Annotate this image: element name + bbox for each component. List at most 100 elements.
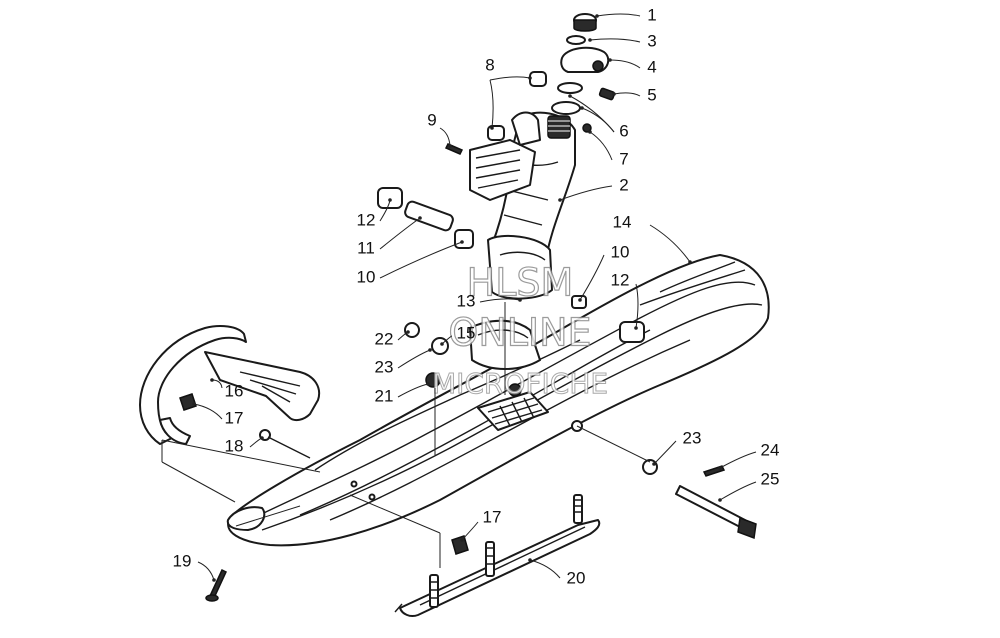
callout-number: 9 — [427, 110, 436, 129]
callout-leader — [579, 254, 605, 301]
callout-number: 10 — [611, 242, 630, 261]
callout-dot — [595, 14, 599, 18]
callout-dot — [426, 382, 430, 386]
callout-number: 13 — [457, 291, 476, 310]
callout-number: 7 — [619, 149, 628, 168]
callout-dot — [518, 298, 522, 302]
callout-number: 17 — [483, 507, 502, 526]
callout-number: 18 — [225, 436, 244, 455]
callout-number: 21 — [375, 386, 394, 405]
callout-dot — [528, 76, 532, 80]
callout-dot — [608, 58, 612, 62]
callout-dot — [388, 198, 392, 202]
callout-number: 6 — [619, 121, 628, 140]
callout-dot — [528, 558, 532, 562]
callout-leader — [197, 561, 215, 581]
watermark-line1: HLSM — [467, 261, 574, 305]
watermark-line2: ONLINE — [448, 311, 591, 355]
callout-dot — [440, 342, 444, 346]
callout-leader — [719, 481, 757, 501]
callout-number: 15 — [457, 323, 476, 342]
callout-number: 20 — [567, 568, 586, 587]
callout-number: 8 — [485, 55, 494, 74]
callout-leader — [653, 440, 677, 465]
callout-dot — [428, 348, 432, 352]
callout-number: 4 — [647, 57, 656, 76]
watermark: HLSM ONLINE MICROFICHE — [431, 260, 608, 401]
callout-leader — [379, 241, 463, 279]
callout-leader — [397, 349, 431, 369]
callout-number: 24 — [761, 440, 780, 459]
callout-leader — [439, 127, 451, 147]
callout-dot — [718, 466, 722, 470]
callout-number: 19 — [173, 551, 192, 570]
callout-leader — [397, 331, 409, 341]
guide-line — [576, 425, 651, 463]
callout-number: 17 — [225, 408, 244, 427]
callout-number: 10 — [357, 267, 376, 286]
callout-leader — [441, 335, 453, 345]
callout-dot — [588, 38, 592, 42]
callout-leader — [596, 13, 641, 17]
callout-dot — [192, 402, 196, 406]
callout-dot — [718, 498, 722, 502]
small-parts — [179, 13, 757, 602]
callout-leader — [609, 59, 641, 69]
callout-leader — [635, 283, 639, 329]
callout-leader — [489, 76, 531, 81]
callout-dot — [406, 330, 410, 334]
callout-leader — [397, 383, 429, 398]
callout-leader — [589, 131, 613, 161]
wear-bar — [394, 494, 601, 618]
callout-leader — [719, 451, 757, 469]
callout-number: 23 — [683, 428, 702, 447]
guide-line — [161, 439, 321, 473]
callout-number: 22 — [375, 329, 394, 348]
callout-number: 25 — [761, 469, 780, 488]
callout-leader — [379, 217, 421, 250]
callout-number: 5 — [647, 85, 656, 104]
callout-dot — [212, 578, 216, 582]
callout-dot — [568, 94, 572, 98]
callout-dot — [210, 378, 214, 382]
callout-number: 2 — [619, 175, 628, 194]
guide-line — [349, 494, 441, 534]
callout-number: 11 — [357, 238, 375, 257]
callout-dot — [448, 144, 452, 148]
ski-loop-handle — [139, 325, 320, 445]
callout-number: 1 — [647, 5, 656, 24]
callout-leader — [193, 403, 223, 420]
callout-dot — [460, 240, 464, 244]
callout-dot — [460, 538, 464, 542]
callout-dot — [490, 126, 494, 130]
callout-number: 12 — [611, 270, 630, 289]
callout-leader — [649, 224, 691, 263]
callout-leader — [529, 559, 561, 579]
callout-dot — [588, 130, 592, 134]
callout-leader — [613, 92, 641, 97]
callout-leader — [249, 437, 263, 448]
callout-dot — [580, 106, 584, 110]
callout-number: 12 — [357, 210, 376, 229]
callout-leader — [589, 38, 641, 43]
callout-leader — [489, 79, 494, 129]
callout-dot — [418, 216, 422, 220]
callout-dot — [260, 436, 264, 440]
callout-leader — [569, 95, 615, 133]
callout-number: 16 — [225, 381, 244, 400]
callout-dot — [578, 298, 582, 302]
callout-dot — [652, 462, 656, 466]
callout-leader — [479, 298, 521, 303]
callout-number: 3 — [647, 31, 656, 50]
guide-line — [161, 461, 236, 503]
callout-number: 23 — [375, 357, 394, 376]
watermark-line3: MICROFICHE — [432, 367, 608, 400]
wear-bar-studs — [429, 494, 583, 608]
callout-leader — [559, 185, 613, 201]
callout-dot — [558, 198, 562, 202]
callout-dot — [634, 326, 638, 330]
guide-line — [235, 505, 301, 527]
callout-dot — [612, 92, 616, 96]
